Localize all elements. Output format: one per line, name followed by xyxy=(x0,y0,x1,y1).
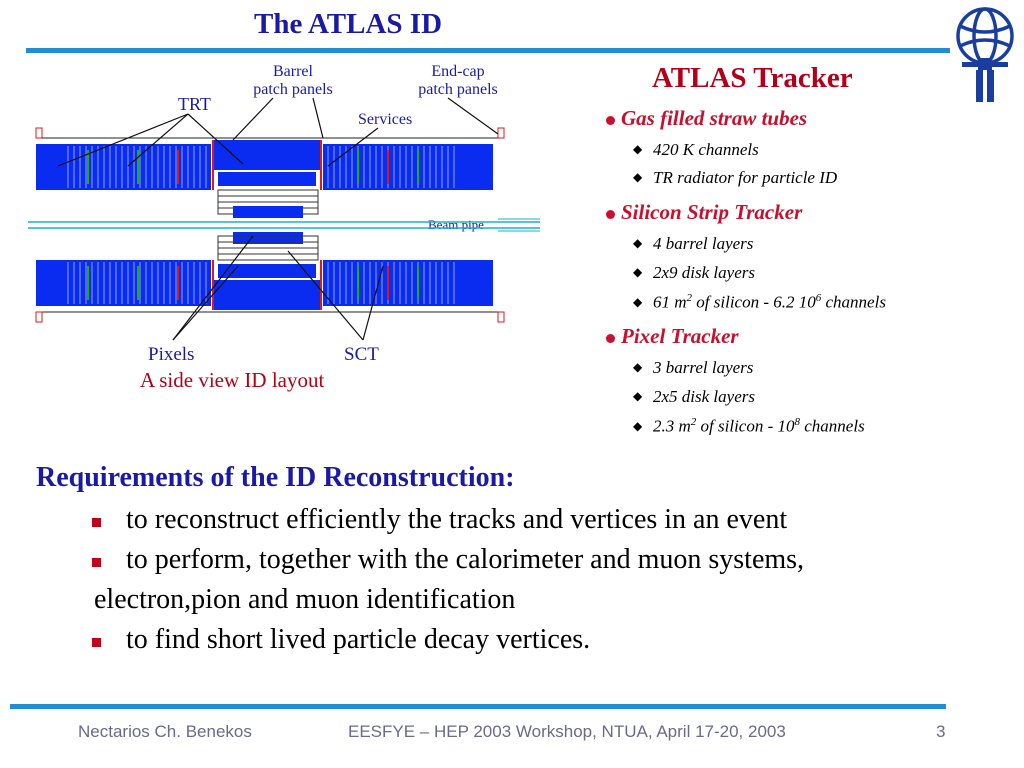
diamond-bullet-icon: ◆ xyxy=(633,389,643,403)
list-item-pixel-area: ◆ 2.3 m2 of silicon - 108 channels xyxy=(633,416,865,437)
section-gas-straw-tubes: Gas filled straw tubes xyxy=(606,106,807,131)
list-item: ◆ TR radiator for particle ID xyxy=(633,168,837,188)
diamond-bullet-icon: ◆ xyxy=(633,236,643,250)
slide-title: The ATLAS ID xyxy=(254,8,443,40)
superscript: 6 xyxy=(815,292,822,304)
section-label: Gas filled straw tubes xyxy=(621,106,808,130)
label-sct: SCT xyxy=(344,344,379,365)
item-text: of silicon - 6.2 10 xyxy=(692,292,816,312)
square-bullet-icon xyxy=(92,518,101,527)
item-text: 2.3 m xyxy=(653,416,691,436)
item-text: channels xyxy=(800,416,865,436)
list-item: ◆ 4 barrel layers xyxy=(633,234,753,254)
item-text: 61 m xyxy=(653,292,687,312)
label-trt: TRT xyxy=(178,94,211,114)
label-endcap-patch-panels-1: End-cap xyxy=(431,63,484,80)
label-barrel-patch-panels-2: patch panels xyxy=(253,81,333,98)
square-bullet-icon xyxy=(92,638,101,647)
tracker-title: ATLAS Tracker xyxy=(652,62,853,94)
bullet-dot xyxy=(606,333,615,343)
label-barrel-patch-panels-1: Barrel xyxy=(273,63,314,80)
bullet-dot xyxy=(606,115,615,125)
section-label: Pixel Tracker xyxy=(621,324,739,348)
diamond-bullet-icon: ◆ xyxy=(633,265,643,279)
atlas-id-side-view-diagram: Barrel patch panels End-cap patch panels… xyxy=(28,63,540,365)
diamond-bullet-icon: ◆ xyxy=(633,418,643,433)
diamond-bullet-icon: ◆ xyxy=(633,170,643,184)
requirement-item: to find short lived particle decay verti… xyxy=(126,624,591,655)
item-text: 2x5 disk layers xyxy=(653,387,755,406)
bullet-dot xyxy=(606,209,615,219)
item-text: TR radiator for particle ID xyxy=(653,168,838,187)
requirement-item: to reconstruct efficiently the tracks an… xyxy=(126,504,788,535)
detector-upper-half xyxy=(35,127,505,218)
section-silicon-strip-tracker: Silicon Strip Tracker xyxy=(606,200,802,225)
diagram-caption: A side view ID layout xyxy=(140,368,325,392)
footer-page-number: 3 xyxy=(936,722,946,741)
section-pixel-tracker: Pixel Tracker xyxy=(606,324,739,349)
item-text: 420 K channels xyxy=(653,140,759,159)
footer-author: Nectarios Ch. Benekos xyxy=(78,722,252,741)
requirement-item: to perform, together with the calorimete… xyxy=(126,544,805,575)
item-text: 3 barrel layers xyxy=(653,358,754,377)
section-label: Silicon Strip Tracker xyxy=(621,200,803,224)
detector-lower-half xyxy=(35,232,505,323)
square-bullet-icon xyxy=(92,558,101,567)
leader-lines xyxy=(57,97,499,341)
beam-pipe xyxy=(28,218,540,232)
item-text: 4 barrel layers xyxy=(653,234,754,253)
requirements-title: Requirements of the ID Reconstruction: xyxy=(36,462,515,493)
item-text: of silicon - 10 xyxy=(696,416,795,436)
list-item: ◆ 2x5 disk layers xyxy=(633,387,755,407)
list-item: ◆ 420 K channels xyxy=(633,140,759,160)
list-item-sct-area: ◆ 61 m2 of silicon - 6.2 106 channels xyxy=(633,292,886,313)
superscript: 8 xyxy=(794,416,801,428)
superscript: 2 xyxy=(686,292,693,304)
diamond-bullet-icon: ◆ xyxy=(633,294,643,309)
footer-divider xyxy=(10,704,946,709)
list-item: ◆ 3 barrel layers xyxy=(633,358,753,378)
title-divider xyxy=(26,48,950,53)
label-services: Services xyxy=(358,111,412,128)
label-endcap-patch-panels-2: patch panels xyxy=(418,81,498,98)
atlas-logo xyxy=(956,7,1014,102)
footer-event: EESFYE – HEP 2003 Workshop, NTUA, April … xyxy=(348,722,786,741)
label-pixels: Pixels xyxy=(148,344,194,365)
diamond-bullet-icon: ◆ xyxy=(633,142,643,156)
item-text: channels xyxy=(821,292,886,312)
requirement-continuation: electron,pion and muon identification xyxy=(94,584,516,615)
list-item: ◆ 2x9 disk layers xyxy=(633,263,755,283)
diamond-bullet-icon: ◆ xyxy=(633,360,643,374)
label-beam-pipe: Beam pipe xyxy=(428,217,484,232)
item-text: 2x9 disk layers xyxy=(653,263,755,282)
superscript: 2 xyxy=(690,416,697,428)
